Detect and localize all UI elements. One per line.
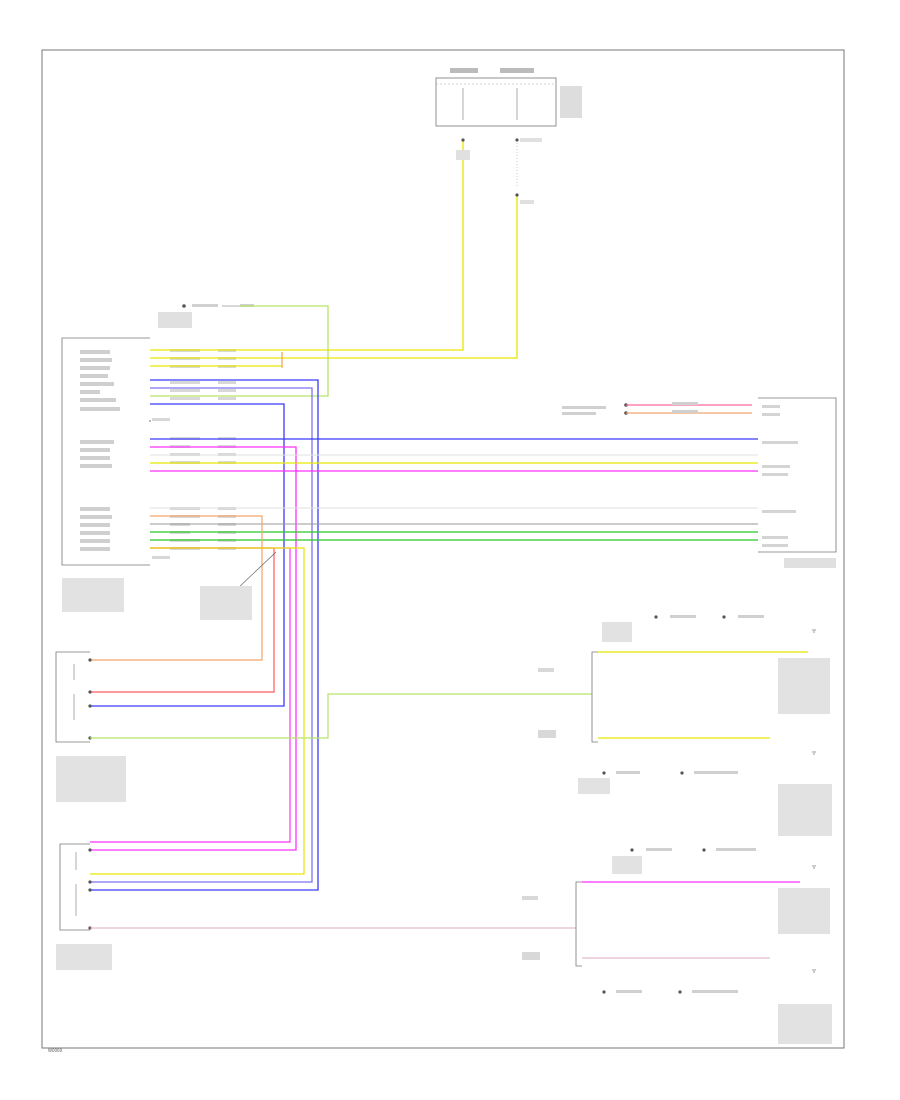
fuse-box-outline xyxy=(435,77,557,127)
seat-heater-element-1 xyxy=(538,615,830,743)
wire-fuse-feed-left xyxy=(150,140,464,351)
heater-1-caption xyxy=(778,658,830,714)
wire-supply-loop xyxy=(150,305,329,397)
fuse-label-right xyxy=(500,68,534,73)
wire-switch1-green xyxy=(90,693,592,739)
wire-blue-b xyxy=(90,403,285,707)
wire-blue-a xyxy=(90,379,319,891)
wire-fuse-feed-right xyxy=(150,195,518,359)
wire-orange xyxy=(90,515,263,661)
heater-4-caption xyxy=(778,1004,832,1044)
fuse-label-left xyxy=(450,68,478,73)
right-connector-caption xyxy=(784,558,836,568)
right-connector-outline xyxy=(758,397,837,553)
module-pin-labels xyxy=(80,350,120,551)
wire-magenta-a xyxy=(90,446,297,851)
diagram-frame xyxy=(41,49,845,1049)
central-module xyxy=(61,337,236,612)
seat-heater-switch-2 xyxy=(56,843,112,970)
seat-heater-element-4 xyxy=(602,990,832,1044)
heater-2-caption xyxy=(778,784,832,836)
seat-heater-element-2 xyxy=(578,771,832,836)
diagram-code: W0000 xyxy=(48,1048,63,1053)
right-connector xyxy=(562,397,837,568)
module-supply-header xyxy=(158,304,254,328)
seat-heater-element-3 xyxy=(522,848,830,967)
seat-heater-switch-1 xyxy=(55,651,126,802)
wire-pin3 xyxy=(150,352,283,367)
module-outline xyxy=(61,337,150,566)
wire-violet-a xyxy=(90,387,313,883)
switch-2-caption xyxy=(56,944,112,970)
wire-yellow-b xyxy=(90,547,305,875)
module-caption xyxy=(62,578,124,612)
splice-caption xyxy=(200,586,252,620)
ground-symbols xyxy=(812,629,816,973)
fuse-box-caption xyxy=(560,86,582,118)
switch-1-caption xyxy=(56,756,126,802)
fuse-box xyxy=(435,68,582,127)
heater-3-caption xyxy=(778,888,830,934)
